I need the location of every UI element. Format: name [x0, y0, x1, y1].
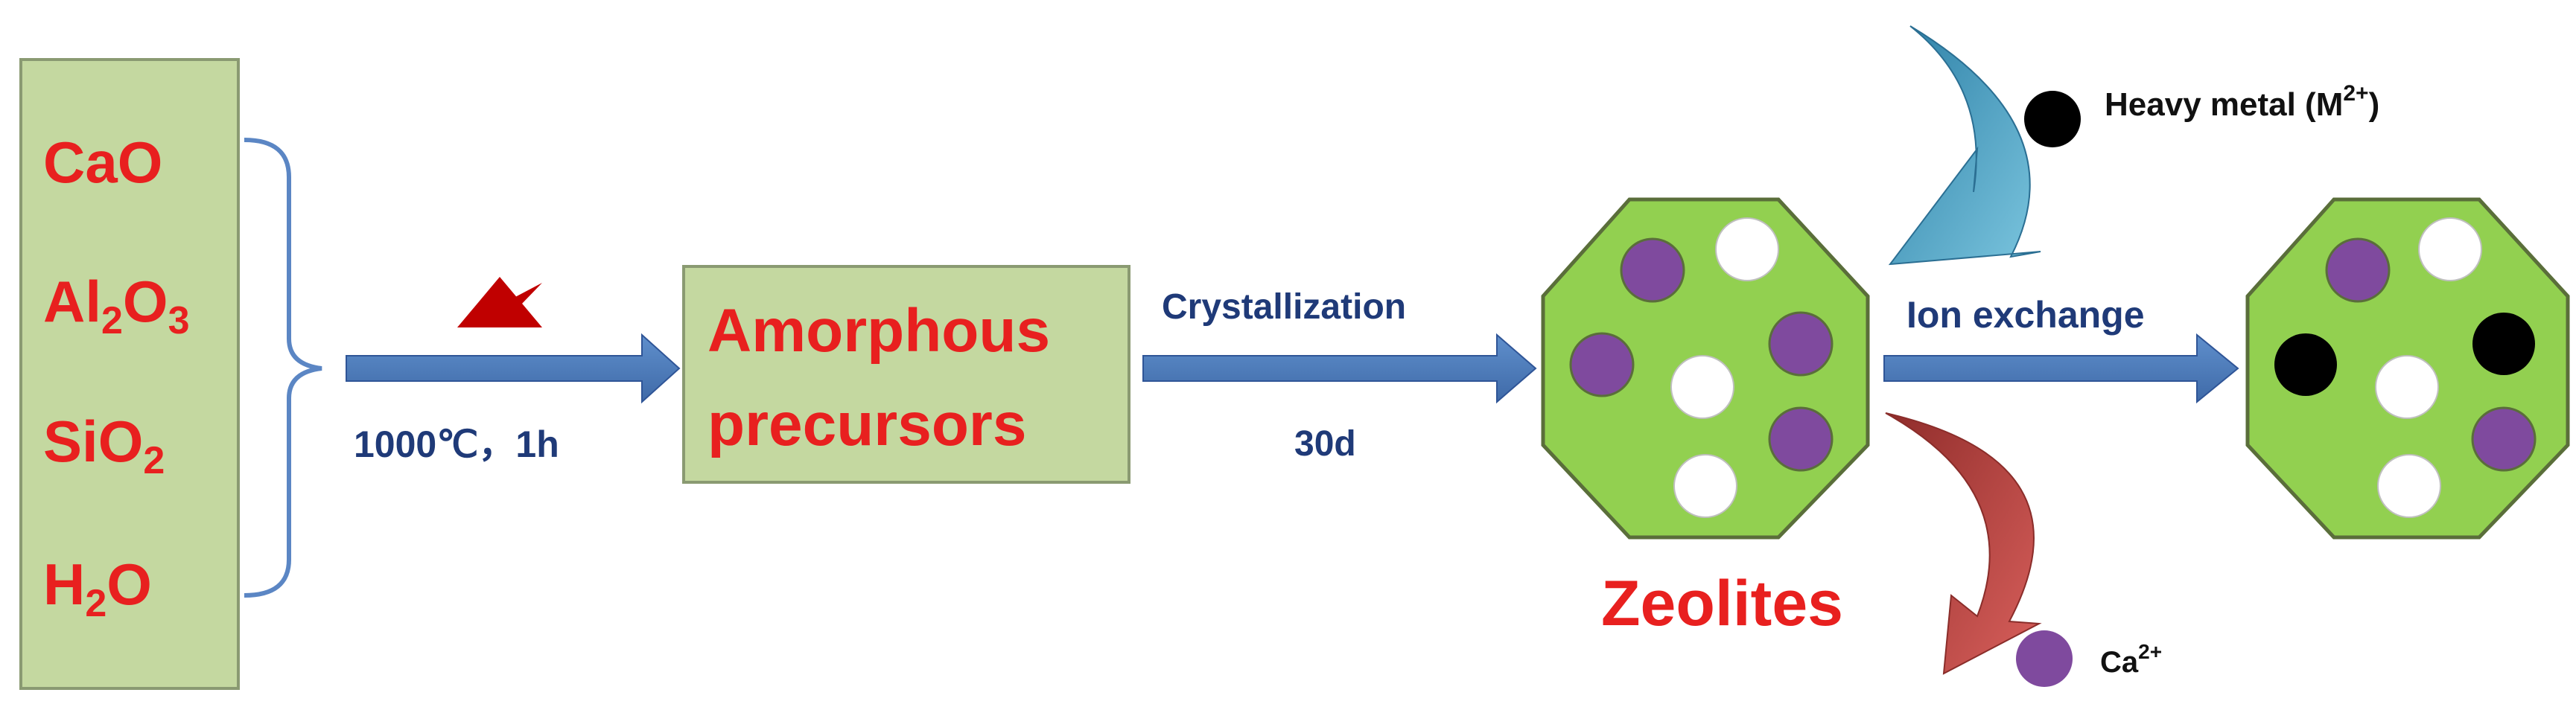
precursor-line-1: Amorphous: [707, 297, 1050, 365]
purple-ion: [1768, 406, 1834, 472]
heating-arrow: [346, 333, 681, 404]
crystallization-time: 30d: [1294, 424, 1356, 464]
crystallization-arrow: [1142, 333, 1537, 404]
heating-condition: 1000℃，1h: [354, 423, 559, 465]
white-site: [2375, 355, 2439, 419]
white-site: [1670, 355, 1734, 419]
white-site: [2418, 217, 2482, 281]
outgoing-curved-arrow: [1885, 412, 2042, 675]
purple-ion: [2325, 237, 2391, 303]
purple-ion: [1620, 237, 1685, 303]
heat-triangle-fill: [457, 277, 542, 327]
white-site: [1715, 217, 1779, 281]
purple-ion: [1569, 332, 1635, 397]
white-site: [1673, 454, 1737, 518]
calcium-icon: [2016, 630, 2073, 687]
white-site: [2377, 454, 2441, 518]
calcium-label: Ca2+: [2100, 640, 2162, 679]
precursor-line-2: precursors: [707, 391, 1026, 458]
heavy-metal-ion: [2274, 333, 2337, 396]
ingredients-brace: [244, 138, 322, 598]
ingredient-h2o: H2O: [43, 551, 152, 625]
crystallization-label: Crystallization: [1162, 287, 1406, 327]
ingredients-box: [19, 58, 240, 690]
ingredient-sio2: SiO2: [43, 409, 165, 482]
purple-ion: [2471, 406, 2537, 472]
heavy-metal-ion: [2472, 313, 2535, 375]
precursor-box: [682, 265, 1130, 484]
zeolite-label: Zeolites: [1601, 568, 1843, 639]
heavy-metal-icon: [2024, 91, 2081, 147]
ingredient-al2o3: Al2O3: [43, 269, 190, 342]
ion-exchange-label: Ion exchange: [1906, 294, 2145, 336]
incoming-curved-arrow: [1888, 25, 2041, 266]
ingredient-cao: CaO: [43, 129, 162, 195]
purple-ion: [1768, 311, 1834, 377]
ion-exchange-arrow: [1883, 333, 2239, 404]
heavy-metal-label: Heavy metal (M2+): [2105, 81, 2379, 123]
